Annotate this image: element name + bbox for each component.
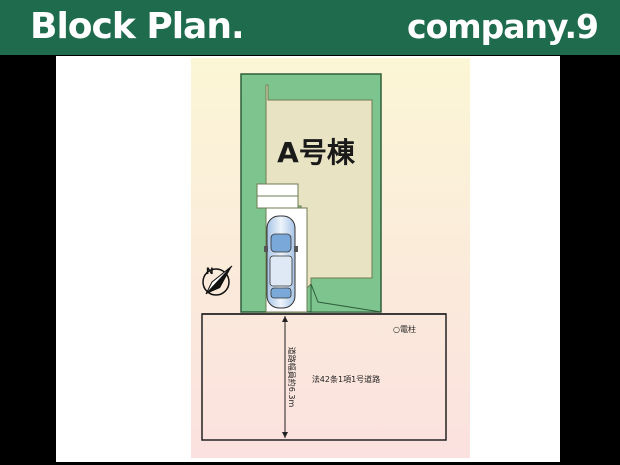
svg-text:N: N [206, 267, 214, 277]
north-arrow-icon: N [202, 265, 233, 296]
road-width-dimension [282, 316, 288, 438]
lot-corner [310, 283, 382, 313]
utility-pole-label: ○電柱 [393, 324, 416, 334]
page-title: Block Plan. [30, 6, 245, 47]
plan-canvas: A号棟 N 道路幅員約6.3m 法42条1項1号道路 [56, 56, 560, 462]
block-plan-diagram: A号棟 N 道路幅員約6.3m 法42条1項1号道路 [191, 58, 470, 458]
road-width-label: 道路幅員約6.3m [287, 347, 297, 408]
road-label: 法42条1項1号道路 [312, 374, 380, 384]
car-icon [264, 215, 298, 309]
building-label: A号棟 [277, 136, 356, 169]
company-name: company.9 [407, 7, 599, 46]
header-bar: Block Plan. company.9 [0, 0, 620, 55]
